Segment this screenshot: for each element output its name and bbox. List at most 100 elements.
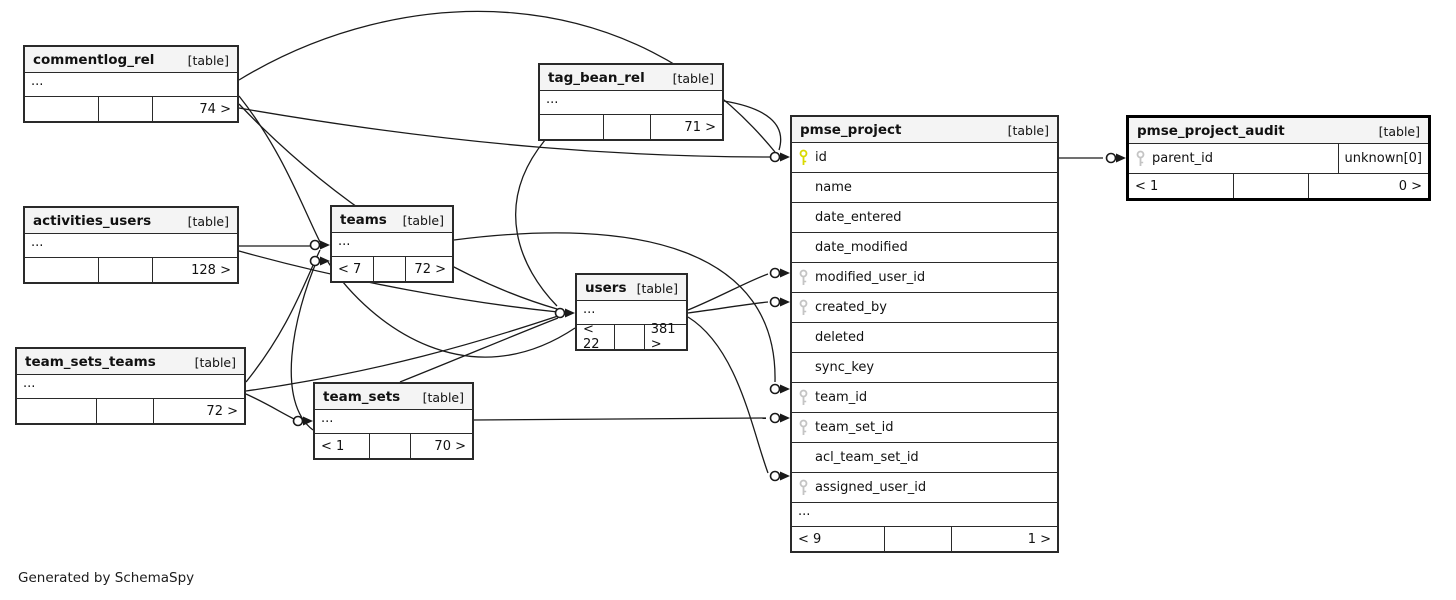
table-name: users — [585, 280, 627, 296]
foreign-key-icon — [798, 419, 809, 437]
footer-left-count[interactable]: < 22 — [583, 322, 600, 352]
table-tag: [table] — [187, 213, 229, 229]
column-name: sync_key — [815, 360, 875, 375]
fk-arrowhead-marker — [780, 413, 790, 423]
column-row-team_id: team_id — [792, 382, 1057, 412]
rel-team_sets_teams-teams — [245, 249, 321, 383]
table-header[interactable]: tag_bean_rel [table] — [540, 65, 722, 91]
fk-arrowhead-marker — [780, 297, 790, 307]
footer-middle-cell — [98, 258, 152, 282]
fk-arrowhead-marker — [780, 384, 790, 394]
column-row-assigned_user_id: assigned_user_id — [792, 472, 1057, 502]
columns-ellipsis: ... — [31, 74, 44, 89]
fk-arrowhead-marker — [320, 256, 330, 266]
column-row-name: name — [792, 172, 1057, 202]
table-tag_bean_rel: tag_bean_rel [table] ... 71 > — [538, 63, 724, 141]
table-team_sets_teams: team_sets_teams [table] ... 72 > — [15, 347, 246, 425]
fk-arrowhead-marker — [780, 268, 790, 278]
zero-or-one-circle-marker — [769, 296, 781, 308]
table-header[interactable]: pmse_project_audit [table] — [1129, 118, 1428, 144]
table-footer: 71 > — [540, 114, 722, 139]
table-header[interactable]: commentlog_rel [table] — [25, 47, 237, 73]
rel-users-created_by — [687, 301, 769, 314]
footer-right-count[interactable]: 381 > — [643, 322, 686, 352]
columns-ellipsis: ... — [321, 411, 334, 426]
rel-tag_bean_rel-pmse_project — [723, 100, 782, 151]
table-header[interactable]: users [table] — [577, 275, 686, 301]
footer-right-count[interactable]: 70 > — [410, 434, 472, 458]
fk-arrowhead-marker — [780, 471, 790, 481]
table-tag: [table] — [636, 280, 678, 296]
footer-middle-cell — [369, 434, 410, 458]
rel-trunk-pmse_project-id — [238, 107, 773, 158]
table-tag: [table] — [187, 52, 229, 68]
table-header[interactable]: team_sets [table] — [315, 384, 472, 410]
table-header[interactable]: team_sets_teams [table] — [17, 349, 244, 375]
column-name: date_modified — [815, 240, 908, 255]
table-footer: 128 > — [25, 257, 237, 282]
zero-or-one-circle-marker — [1105, 152, 1117, 164]
zero-or-one-circle-marker — [292, 415, 304, 427]
zero-or-one-circle-marker — [554, 307, 566, 319]
table-footer: < 7 72 > — [332, 256, 452, 281]
foreign-key-icon — [798, 269, 809, 287]
table-header[interactable]: activities_users [table] — [25, 208, 237, 234]
columns-ellipsis: ... — [23, 376, 36, 391]
footer-left-count — [17, 399, 96, 423]
table-footer: < 22 381 > — [577, 322, 686, 352]
table-tag: [table] — [194, 354, 236, 370]
footer-left-count[interactable]: < 1 — [321, 438, 345, 454]
table-footer: < 1 0 > — [1129, 173, 1428, 198]
table-footer: < 9 1 > — [792, 526, 1057, 551]
columns-ellipsis: ... — [546, 92, 559, 107]
footer-middle-cell — [614, 325, 644, 349]
relationship-endpoints — [292, 151, 1126, 482]
footer-middle-cell — [372, 257, 405, 281]
footer-left-count — [540, 115, 603, 139]
footer-right-count[interactable]: 0 > — [1307, 174, 1428, 198]
footer-left-count[interactable]: < 9 — [798, 531, 822, 547]
column-name: id — [815, 150, 827, 165]
column-name: team_id — [815, 390, 868, 405]
table-activities_users: activities_users [table] ... 128 > — [23, 206, 239, 284]
footer-right-count[interactable]: 72 > — [153, 399, 244, 423]
footer-right-count[interactable]: 128 > — [152, 258, 237, 282]
column-name: acl_team_set_id — [815, 450, 919, 465]
column-name: date_entered — [815, 210, 902, 225]
foreign-key-icon — [1135, 150, 1146, 168]
table-team_sets: team_sets [table] ... < 1 70 > — [313, 382, 474, 460]
table-footer: 74 > — [25, 96, 237, 121]
rel-users-modified_user_id — [687, 273, 769, 311]
column-row-modified_user_id: modified_user_id — [792, 262, 1057, 292]
footer-right-count[interactable]: 71 > — [649, 115, 722, 139]
column-name: assigned_user_id — [815, 480, 927, 495]
zero-or-one-circle-marker — [769, 151, 781, 163]
column-list: id name date_entered date_modified modified_… — [792, 143, 1057, 502]
zero-or-one-circle-marker — [309, 239, 321, 251]
column-type: unknown[0] — [1337, 144, 1429, 173]
fk-arrowhead-marker — [780, 152, 790, 162]
table-header[interactable]: pmse_project [table] — [792, 117, 1057, 143]
footer-left-count[interactable]: < 7 — [338, 261, 362, 277]
fk-arrowhead-marker — [320, 240, 330, 250]
footer-right-count[interactable]: 72 > — [405, 257, 452, 281]
footer-left-count[interactable]: < 1 — [1135, 178, 1159, 194]
table-tag: [table] — [1378, 123, 1420, 139]
footer-middle-cell — [884, 527, 950, 551]
column-row-date_modified: date_modified — [792, 232, 1057, 262]
rel-team_sets-teams — [290, 257, 319, 431]
table-footer: < 1 70 > — [315, 433, 472, 458]
footer-right-count[interactable]: 1 > — [950, 527, 1057, 551]
column-row-team_set_id: team_set_id — [792, 412, 1057, 442]
columns-ellipsis: ... — [338, 234, 351, 249]
rel-commentlog_rel-teams — [238, 95, 321, 243]
table-header[interactable]: teams [table] — [332, 207, 452, 233]
rel-team_sets-users — [399, 317, 559, 383]
footer-right-count[interactable]: 74 > — [152, 97, 237, 121]
table-name: pmse_project_audit — [1137, 123, 1285, 139]
